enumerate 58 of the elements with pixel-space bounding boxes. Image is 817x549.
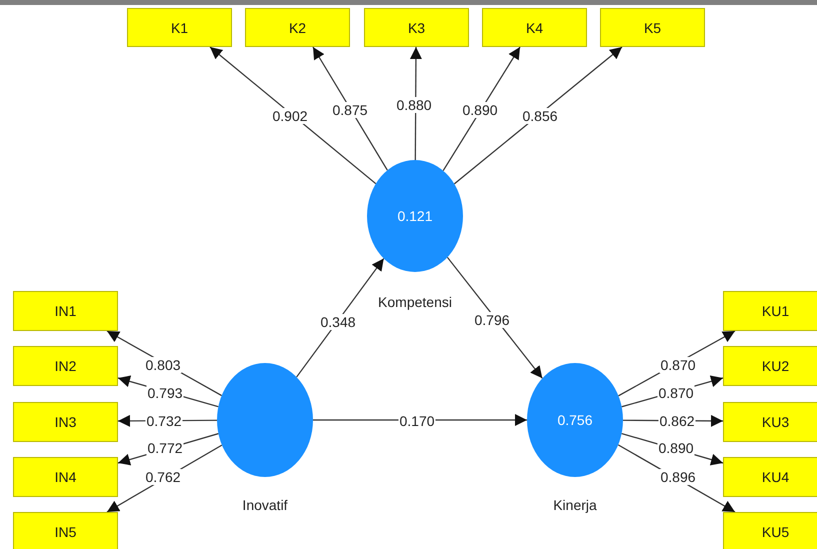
path-coefficient: 0.772	[146, 440, 184, 456]
indicator-box	[13, 512, 118, 549]
arrow	[312, 46, 388, 171]
path-coefficient: 0.875	[331, 102, 369, 118]
indicator-label: IN5	[54, 524, 76, 540]
indicator-box	[13, 346, 118, 386]
path-coefficient: 0.793	[146, 385, 184, 401]
indicator-label: KU4	[762, 469, 790, 485]
indicator-label: IN1	[54, 303, 76, 319]
indicator-box	[127, 8, 232, 47]
path-coefficient: 0.902	[271, 108, 309, 124]
path-coefficient: 0.870	[657, 385, 695, 401]
path-coefficient: 0.870	[659, 357, 697, 373]
path-coefficient: 0.880	[395, 97, 433, 113]
indicator-label: IN4	[54, 469, 76, 485]
indicator-box	[600, 8, 705, 47]
indicator-box	[723, 291, 817, 331]
path-coefficient: 0.896	[659, 469, 697, 485]
indicator-label: KU1	[762, 303, 790, 319]
path-coefficient: 0.856	[521, 108, 559, 124]
variable-name: Kompetensi	[378, 294, 452, 310]
indicator-label: K1	[170, 20, 188, 36]
path-coefficient: 0.890	[461, 102, 499, 118]
indicator-box	[723, 402, 817, 442]
path-coefficient: 0.890	[657, 440, 695, 456]
indicator-box	[13, 402, 118, 442]
path-coefficient: 0.796	[473, 312, 511, 328]
indicator-label: KU5	[762, 524, 790, 540]
indicator-box	[13, 457, 118, 497]
path-coefficient: 0.803	[144, 357, 182, 373]
indicator-label: KU3	[762, 414, 790, 430]
variable-name: Inovatif	[242, 497, 288, 513]
indicator-box	[364, 8, 469, 47]
path-coefficient: 0.862	[658, 413, 696, 429]
r-squared-value: 0.756	[557, 412, 593, 428]
indicator-box	[723, 512, 817, 549]
arrow	[446, 256, 543, 379]
indicator-box	[723, 457, 817, 497]
path-coefficient: 0.170	[398, 413, 436, 429]
indicator-box	[723, 346, 817, 386]
indicator-label: IN2	[54, 358, 76, 374]
indicator-box	[482, 8, 587, 47]
indicator-box	[13, 291, 118, 331]
indicator-label: K3	[408, 20, 426, 36]
indicator-box	[245, 8, 350, 47]
path-coefficient: 0.762	[144, 469, 182, 485]
indicator-label: K2	[288, 20, 306, 36]
path-coefficient: 0.732	[145, 413, 183, 429]
indicator-label: IN3	[54, 414, 76, 430]
arrow	[454, 46, 622, 184]
arrow	[210, 46, 376, 184]
indicator-label: K4	[526, 20, 544, 36]
indicator-label: K5	[644, 20, 662, 36]
indicator-label: KU2	[762, 358, 790, 374]
path-coefficient: 0.348	[319, 314, 357, 330]
r-squared-value: 0.121	[397, 208, 433, 224]
arrow	[442, 46, 520, 171]
variable-name: Kinerja	[553, 497, 597, 513]
